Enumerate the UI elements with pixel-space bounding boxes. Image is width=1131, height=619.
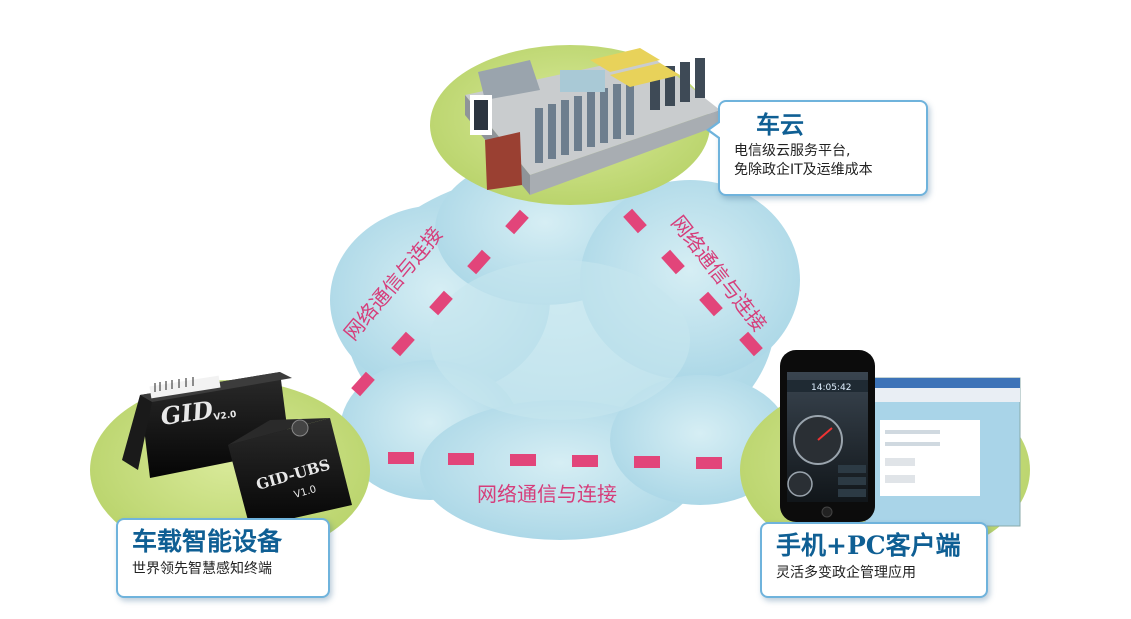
link-label-device-client: 网络通信与连接 [477,482,617,506]
cloud-title: 车云 [756,110,804,139]
device-version-text: V2.0 [213,410,237,423]
cloud-callout: 车云 电信级云服务平台, 免除政企IT及运维成本 [706,100,928,196]
client-title: 手机+PC客户端 [776,531,961,560]
data-center-illustration [465,48,720,195]
cloud-desc-line-2: 免除政企IT及运维成本 [734,162,873,178]
device-title: 车载智能设备 [132,527,283,556]
pc-client-window [864,377,1021,527]
link-cloud-client [623,208,763,357]
cloud-desc-line-1: 电信级云服务平台, [734,143,851,159]
client-callout: 手机+PC客户端 灵活多变政企管理应用 [760,522,988,598]
device-callout: 车载智能设备 世界领先智慧感知终端 [116,518,330,598]
network-cloud [330,155,800,540]
link-device-client [388,452,722,469]
device-desc: 世界领先智慧感知终端 [132,561,272,577]
phone-readout: 14:05:42 [811,383,851,393]
link-cloud-device [351,209,529,397]
vehicle-device-illustration [122,372,352,528]
client-desc: 灵活多变政企管理应用 [776,565,916,581]
smartphone-illustration [780,350,875,522]
callout-pointer-inner [710,122,721,138]
